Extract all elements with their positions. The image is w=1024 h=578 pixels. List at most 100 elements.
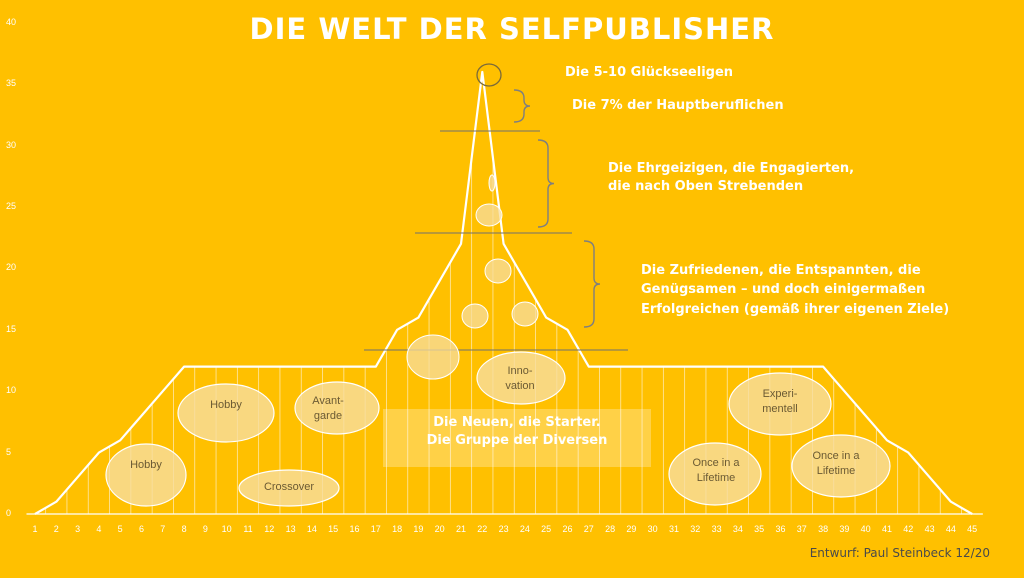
x-tick-label: 8 [181, 524, 187, 534]
ellipse-hobby-left [105, 443, 187, 507]
x-tick-label: 3 [75, 524, 81, 534]
x-tick-label: 18 [392, 524, 403, 534]
x-tick-label: 5 [117, 524, 123, 534]
y-tick-label: 15 [6, 323, 17, 334]
once-right-line2: Lifetime [816, 465, 856, 477]
ellipse-once-right [791, 434, 891, 498]
label-hauptberuflich: Die 7% der Hauptberuflichen [572, 98, 784, 113]
x-tick-label: 28 [605, 524, 616, 534]
y-tick-label: 20 [6, 262, 17, 273]
x-tick-label: 32 [690, 524, 701, 534]
label-glueckseeligen: Die 5-10 Glückseeligen [565, 65, 734, 80]
x-tick-label: 30 [647, 524, 658, 534]
x-tick-label: 24 [519, 524, 530, 534]
x-tick-label: 11 [243, 524, 253, 534]
x-tick-label: 29 [626, 524, 637, 534]
ellipse-label-once-right: Once in a Lifetime [798, 449, 874, 479]
x-tick-label: 27 [583, 524, 594, 534]
page-title: DIE WELT DER SELFPUBLISHER [249, 12, 775, 46]
x-tick-label: 17 [370, 524, 381, 534]
ellipse-label-avantgarde: Avant- garde [296, 394, 360, 424]
x-tick-label: 31 [668, 524, 679, 534]
x-tick-label: 35 [754, 524, 765, 534]
ellipse-label-hobby-left: Hobby [130, 459, 162, 471]
x-tick-label: 44 [945, 524, 956, 534]
y-tick-label: 35 [6, 78, 17, 89]
label-zufrieden-line2: Genügsamen – und doch einigermaßen [641, 282, 926, 297]
x-tick-label: 15 [328, 524, 339, 534]
ellipse-label-once-left: Once in a Lifetime [678, 456, 754, 486]
ellipse-label-innovation: Inno- vation [490, 364, 550, 394]
group-bubble [461, 303, 489, 329]
bracket-ehrgeizig [537, 139, 555, 228]
y-tick-label: 5 [6, 446, 12, 457]
x-tick-label: 22 [477, 524, 488, 534]
x-tick-label: 13 [285, 524, 296, 534]
x-tick-label: 34 [732, 524, 743, 534]
experimentell-line1: Experi- [762, 388, 798, 400]
ellipse-experimentell [728, 372, 832, 436]
x-tick-label: 2 [53, 524, 59, 534]
ellipse-innovation [476, 351, 566, 405]
avantgarde-line1: Avant- [312, 395, 344, 407]
x-tick-label: 6 [138, 524, 144, 534]
label-ehrgeizig-line2: die nach Oben Strebenden [608, 179, 804, 194]
y-tick-label: 25 [6, 201, 17, 211]
x-tick-label: 38 [818, 524, 829, 534]
y-tick-label: 0 [6, 508, 12, 518]
x-tick-label: 41 [881, 524, 892, 534]
x-tick-label: 16 [349, 524, 360, 534]
bracket-hauptberuflich [513, 89, 531, 123]
bracket-zufrieden [583, 240, 601, 328]
x-tick-label: 9 [202, 524, 208, 534]
y-tick-label: 40 [6, 16, 17, 27]
ellipse-label-hobby-upper: Hobby [210, 399, 242, 411]
group-bubble [475, 203, 503, 227]
group-bubble [484, 258, 512, 284]
innovation-line2: vation [505, 380, 535, 392]
x-tick-label: 10 [221, 524, 232, 534]
x-tick-label: 14 [306, 524, 317, 534]
ellipse-label-crossover: Crossover [263, 481, 315, 493]
x-tick-label: 36 [775, 524, 786, 534]
x-tick-label: 45 [967, 524, 978, 534]
group-bubble [511, 301, 539, 327]
ellipse-label-experimentell: Experi- mentell [745, 387, 815, 417]
x-tick-label: 25 [541, 524, 552, 534]
avantgarde-line2: garde [313, 410, 343, 422]
label-ehrgeizig-line1: Die Ehrgeizigen, die Engagierten, [608, 161, 855, 176]
starter-text: Die Neuen, die Starter. Die Gruppe der D… [383, 414, 651, 450]
credit: Entwurf: Paul Steinbeck 12/20 [809, 546, 990, 560]
x-tick-label: 42 [903, 524, 914, 534]
x-tick-label: 7 [160, 524, 166, 534]
x-tick-label: 20 [434, 524, 445, 534]
y-tick-label: 10 [6, 385, 17, 396]
ellipse-once-left [668, 442, 762, 506]
label-neue-line1: Die Neuen, die Starter. [433, 415, 601, 430]
peak-circle [476, 63, 502, 87]
label-zufrieden-line1: Die Zufriedenen, die Entspannten, die [641, 263, 921, 278]
ellipse-avantgarde [294, 381, 380, 435]
x-tick-label: 12 [264, 524, 275, 534]
x-tick-label: 33 [711, 524, 722, 534]
once-right-line1: Once in a [812, 450, 860, 462]
x-tick-label: 1 [32, 524, 38, 534]
pyramid-outline [34, 70, 973, 515]
group-bubble [488, 174, 496, 192]
x-tick-label: 39 [839, 524, 850, 534]
x-tick-label: 40 [860, 524, 871, 534]
x-tick-label: 4 [96, 524, 102, 534]
x-tick-label: 43 [924, 524, 935, 534]
x-tick-label: 37 [796, 524, 807, 534]
innovation-line1: Inno- [507, 365, 533, 377]
x-tick-label: 26 [562, 524, 573, 534]
once-left-line1: Once in a [692, 457, 740, 469]
label-neue-line2: Die Gruppe der Diversen [426, 433, 608, 448]
y-tick-label: 30 [6, 139, 17, 150]
ellipse-hobby-upper [177, 383, 275, 443]
starter-box [383, 409, 651, 467]
x-tick-label: 19 [413, 524, 424, 534]
group-bubble [406, 334, 460, 380]
x-tick-label: 21 [455, 524, 466, 534]
